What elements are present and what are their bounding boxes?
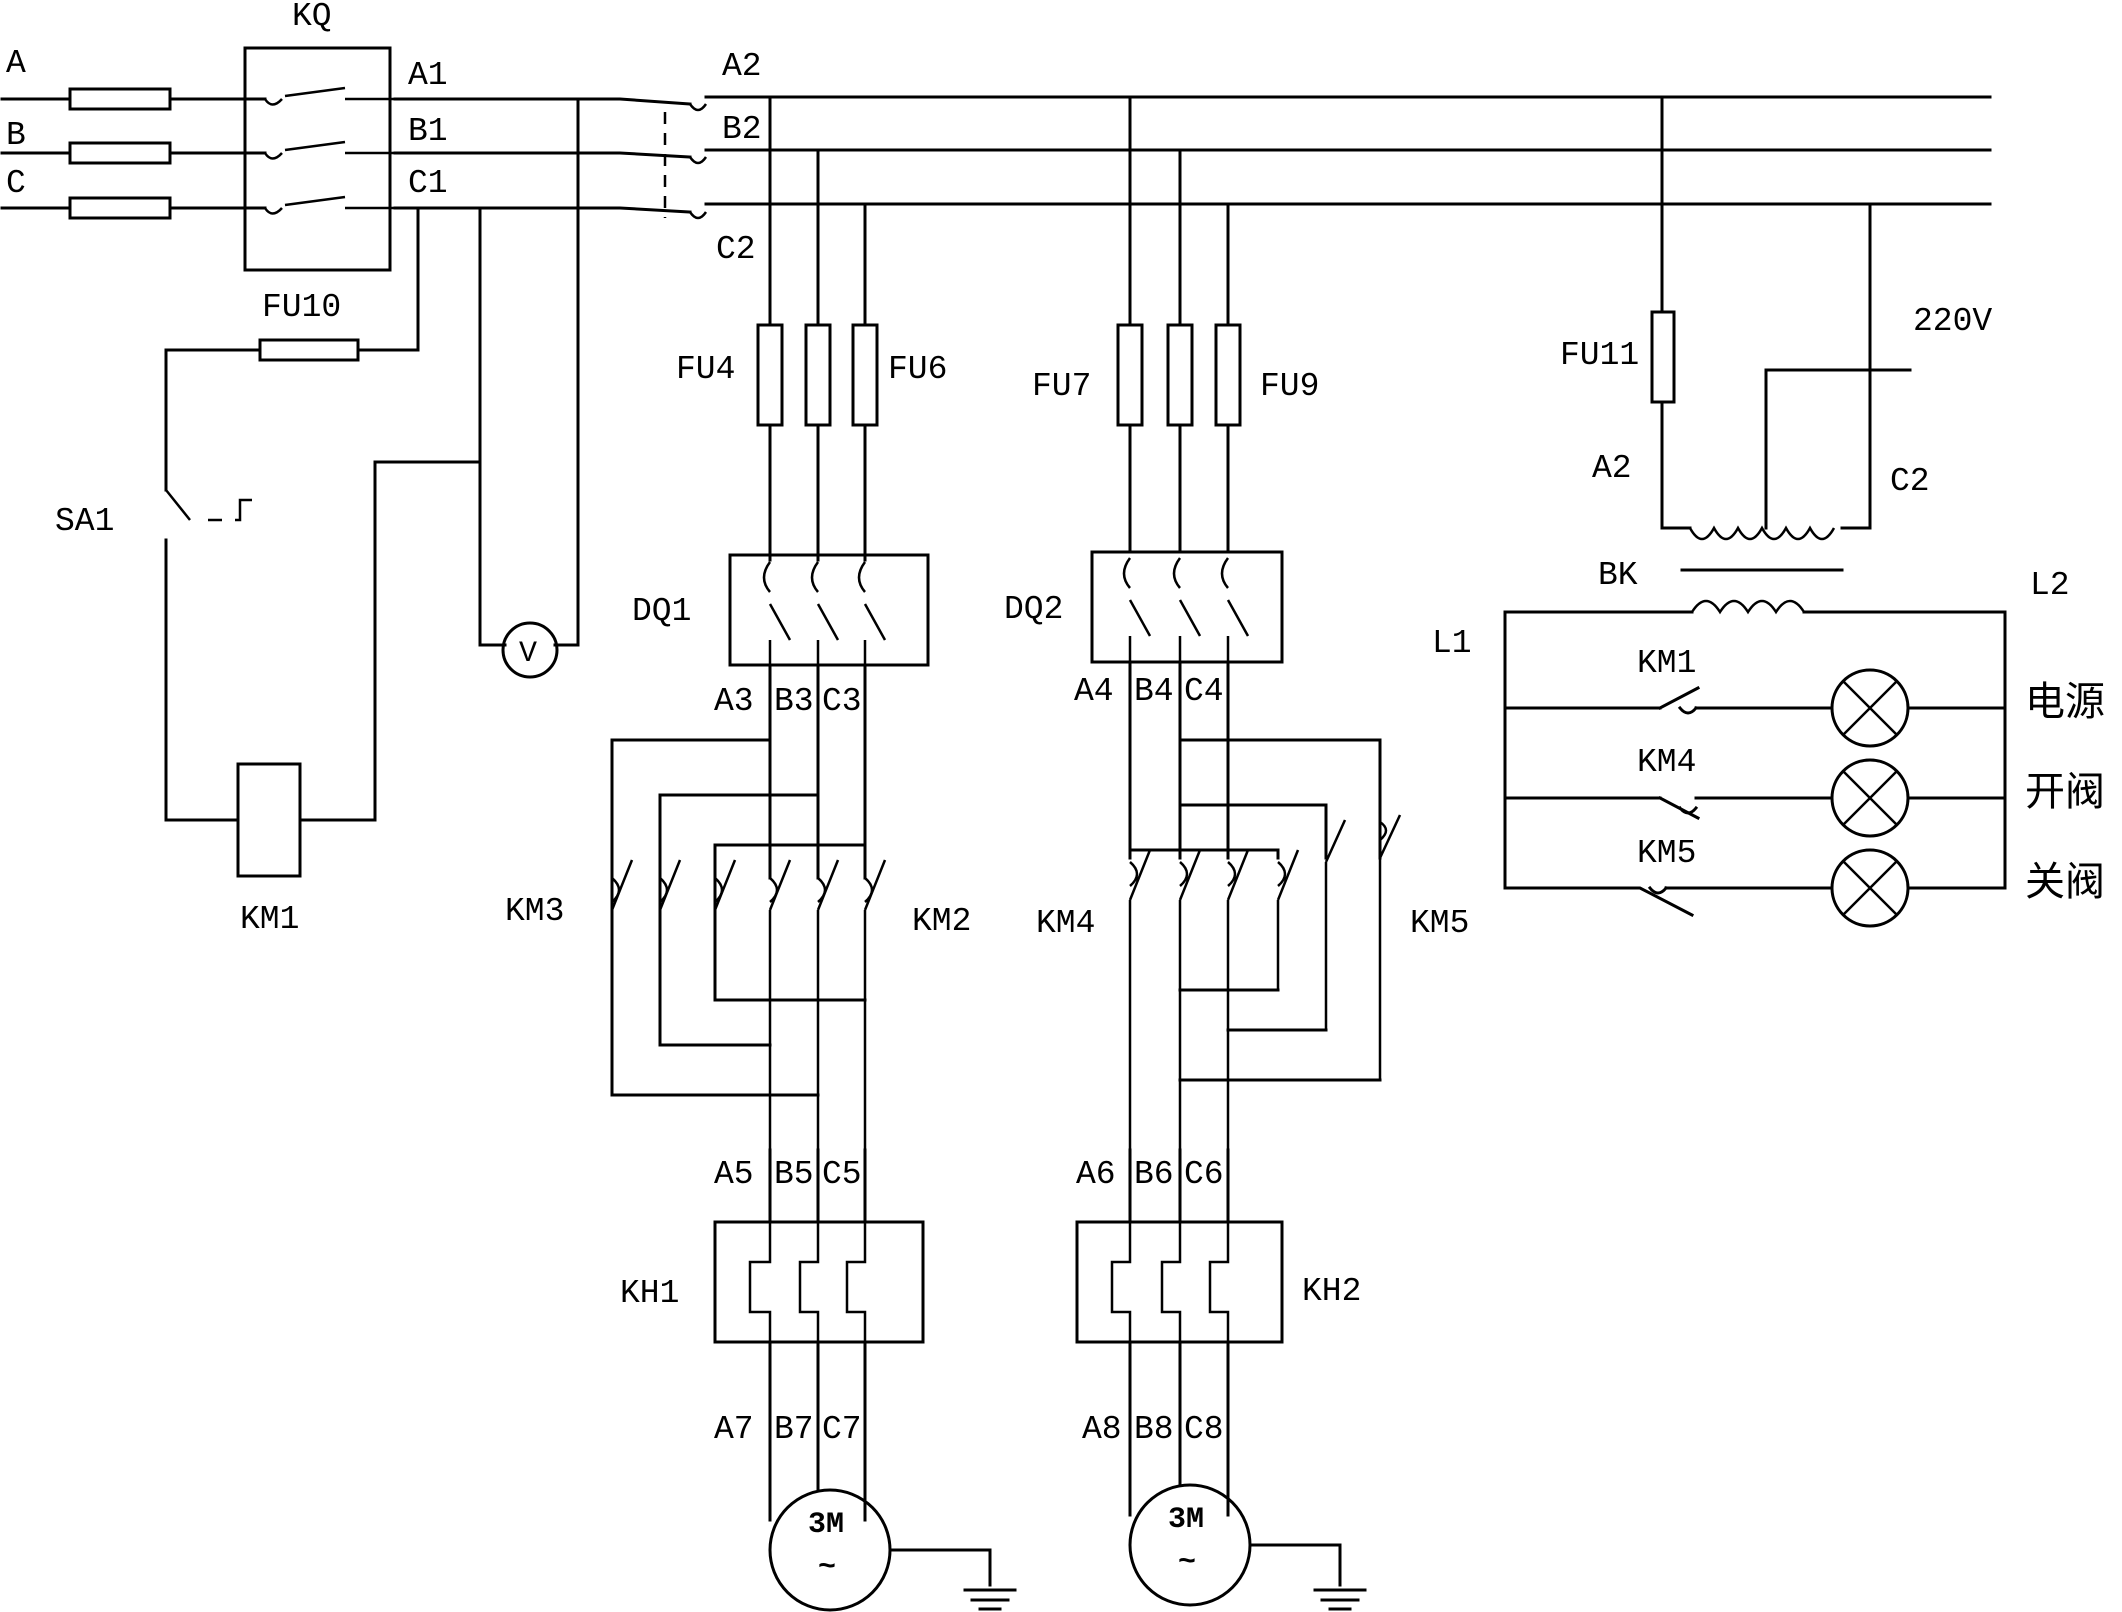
contactor-km3-label: KM3 <box>505 893 564 930</box>
breaker-dq2-label: DQ2 <box>1004 591 1063 628</box>
terminal-c8: C8 <box>1184 1411 1224 1448</box>
voltage-label: 220V <box>1913 303 1992 340</box>
fuse-fu6-label: FU6 <box>888 351 947 388</box>
terminal-c1: C1 <box>408 165 448 202</box>
fuse-fu10-label: FU10 <box>262 289 341 326</box>
contactor-km2-label: KM2 <box>912 903 971 940</box>
motor-branch-2: FU7 FU9 DQ2 A4 B4 C4 KM4 KM5 A6 B6 C6 KH… <box>1004 95 1469 1611</box>
fuse-fu5 <box>804 323 832 427</box>
main-breaker-kq: KQ A1 B1 C1 <box>243 0 448 272</box>
terminal-a3: A3 <box>714 683 754 720</box>
terminal-c4: C4 <box>1184 673 1224 710</box>
bus-b2-label: B2 <box>722 111 762 148</box>
control-circuit: FU10 SA1 KM1 V <box>55 97 580 938</box>
terminal-b1: B1 <box>408 113 448 150</box>
terminal-b6: B6 <box>1134 1156 1174 1193</box>
contactor-km4-label: KM4 <box>1036 905 1095 942</box>
breaker-label: KQ <box>292 0 332 35</box>
input-fuse-b <box>68 141 172 165</box>
lamp-power-label: 电源 <box>2025 679 2105 725</box>
motor-2-symbol: ~ <box>1178 1546 1196 1580</box>
terminal-c5: C5 <box>822 1156 862 1193</box>
l1-label: L1 <box>1432 625 1472 662</box>
motor-2-label: 3M <box>1168 1503 1204 1537</box>
terminal-b8: B8 <box>1134 1411 1174 1448</box>
incoming-lines: A B C <box>0 45 267 220</box>
fuse-fu8 <box>1166 323 1194 427</box>
terminal-a1: A1 <box>408 57 448 94</box>
terminal-a4: A4 <box>1074 673 1114 710</box>
terminal-a7: A7 <box>714 1411 754 1448</box>
motor-branch-1: FU4 FU6 DQ1 A3 B3 C3 KM3 KM2 A5 B5 C5 KH… <box>505 95 1017 1612</box>
fuse-fu11-label: FU11 <box>1560 337 1639 374</box>
terminal-a6: A6 <box>1076 1156 1116 1193</box>
lamp-open-valve-label: 开阀 <box>2025 769 2105 815</box>
l2-label: L2 <box>2030 567 2070 604</box>
coil-km1 <box>236 762 302 878</box>
transformer-bk-label: BK <box>1598 557 1638 594</box>
phase-label-c: C <box>6 165 26 202</box>
input-fuse-c <box>68 196 172 220</box>
indicator-circuit: FU11 A2 C2 220V BK L1 L2 KM1 电源 KM4 开阀 K… <box>1432 95 2105 928</box>
relay-kh1-label: KH1 <box>620 1275 679 1312</box>
fuse-fu7 <box>1116 323 1144 427</box>
bus-c2-label: C2 <box>716 231 756 268</box>
fuse-fu9-label: FU9 <box>1260 368 1319 405</box>
terminal-b4: B4 <box>1134 673 1174 710</box>
voltmeter-label: V <box>519 637 537 671</box>
terminal-b3: B3 <box>774 683 814 720</box>
terminal-c7: C7 <box>822 1411 862 1448</box>
input-fuse-a <box>68 87 172 111</box>
contactor-km5-label: KM5 <box>1410 905 1469 942</box>
terminal-b5: B5 <box>774 1156 814 1193</box>
lamp-close-valve-label: 关阀 <box>2025 859 2105 905</box>
phase-label-b: B <box>6 117 26 154</box>
fuse-fu11 <box>1650 310 1676 404</box>
relay-kh2-label: KH2 <box>1302 1273 1361 1310</box>
fuse-fu9 <box>1214 323 1242 427</box>
fuse-fu10 <box>258 338 360 362</box>
switch-sa1-label: SA1 <box>55 503 114 540</box>
tap-c2-label: C2 <box>1890 463 1930 500</box>
motor-1-label: 3M <box>808 1508 844 1542</box>
coil-km1-label: KM1 <box>240 901 299 938</box>
contact-km4-label: KM4 <box>1637 744 1696 781</box>
fuse-fu4-label: FU4 <box>676 351 735 388</box>
phase-label-a: A <box>6 45 26 82</box>
fuse-fu4 <box>756 323 784 427</box>
motor-1-symbol: ~ <box>818 1551 836 1585</box>
breaker-dq1-label: DQ1 <box>632 593 691 630</box>
terminal-c6: C6 <box>1184 1156 1224 1193</box>
terminal-a5: A5 <box>714 1156 754 1193</box>
fuse-fu6 <box>851 323 879 427</box>
voltmeter-icon <box>501 621 559 679</box>
terminal-a8: A8 <box>1082 1411 1122 1448</box>
terminal-b7: B7 <box>774 1411 814 1448</box>
contact-km5-label: KM5 <box>1637 835 1696 872</box>
tap-a2-label: A2 <box>1592 450 1632 487</box>
fuse-fu7-label: FU7 <box>1032 368 1091 405</box>
terminal-c3: C3 <box>822 683 862 720</box>
bus-a2-label: A2 <box>722 48 762 85</box>
contact-km1-label: KM1 <box>1637 645 1696 682</box>
main-bus: A2 B2 C2 <box>393 48 1992 268</box>
